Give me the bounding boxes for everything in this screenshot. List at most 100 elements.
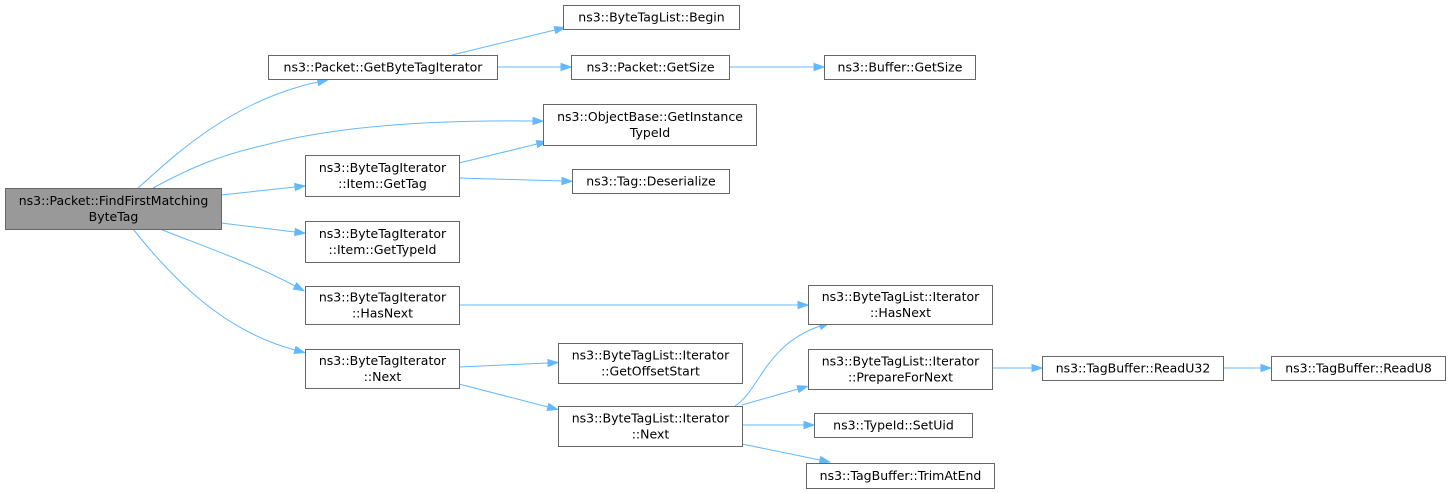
arrowhead-icon [561,176,574,186]
node-label-line: ns3::TypeId::SetUid [833,418,954,433]
node-label-line: ns3::Packet::GetByteTagIterator [284,60,484,75]
edge-line [741,443,821,461]
node-label-line: ns3::ByteTagList::Iterator [822,354,980,369]
node-item-gettag[interactable]: ns3::ByteTagIterator::Item::GetTag [305,155,460,197]
node-label-line: ::Next [364,369,402,384]
node-label-line: ns3::ByteTagIterator [319,226,447,241]
node-label-line: ns3::Tag::Deserialize [586,174,716,189]
node-label-line: ns3::TagBuffer::TrimAtEnd [820,468,982,483]
arrowhead-icon [293,227,307,237]
edge-line [220,186,296,196]
arrowhead-icon [1031,363,1044,373]
node-label-line: ::HasNext [352,306,413,321]
nodes-layer: ns3::Packet::FindFirstMatchingByteTagns3… [5,5,1446,489]
edge-line [159,228,296,287]
edge-btl-iterator-next-to-tagbuffer-trimatend [741,443,832,465]
node-label-line: ::GetOffsetStart [601,364,700,379]
arrowhead-icon [532,116,545,126]
edge-root-to-bti-next [132,228,307,354]
node-label-line: ::HasNext [870,305,931,320]
node-label-line: ns3::ByteTagIterator [319,160,447,175]
arrowhead-icon [818,455,832,465]
node-box [1271,356,1446,381]
edge-line [458,362,549,368]
edge-line [458,383,549,408]
node-label-line: ns3::Packet::GetSize [586,60,714,75]
node-getbytetagiterator[interactable]: ns3::Packet::GetByteTagIterator [268,55,498,80]
arrowhead-icon [293,345,307,354]
node-btl-iterator-preparefornext[interactable]: ns3::ByteTagList::Iterator::PrepareForNe… [808,349,993,390]
edge-line [137,81,319,189]
node-label-line: ns3::Packet::FindFirstMatching [19,193,209,208]
node-btl-iterator-next[interactable]: ns3::ByteTagList::Iterator::Next [558,406,743,447]
edge-bti-hasnext-to-btl-iterator-hasnext [459,300,810,310]
node-label-line: ns3::ByteTagIterator [319,290,447,305]
node-box [808,349,993,390]
edge-line [458,177,563,182]
node-buffer-getsize[interactable]: ns3::Buffer::GetSize [824,55,976,80]
edges-layer [132,26,1273,465]
node-box [543,104,757,146]
edge-line [734,325,821,407]
node-label-line: ByteTag [89,209,139,224]
node-btl-iterator-hasnext[interactable]: ns3::ByteTagList::Iterator::HasNext [808,285,993,325]
node-bti-next[interactable]: ns3::ByteTagIterator::Next [305,349,460,389]
edge-item-gettag-to-tag-deserialize [458,176,574,186]
arrowhead-icon [813,62,826,72]
node-label-line: ns3::TagBuffer::ReadU8 [1285,361,1432,376]
arrowhead-icon [294,182,307,192]
node-label-line: ns3::ByteTagList::Begin [578,10,724,25]
edge-btl-iterator-preparefornext-to-tagbuffer-readu32 [992,363,1044,373]
arrowhead-icon [553,26,567,35]
edge-line [458,143,538,164]
node-label-line: ::PrepareForNext [848,370,953,385]
node-box [558,343,743,384]
edge-line [220,222,296,233]
arrowhead-icon [547,358,560,368]
arrowhead-icon [560,62,573,72]
node-btl-iterator-getoffsetstart[interactable]: ns3::ByteTagList::Iterator::GetOffsetSta… [558,343,743,384]
edge-line [132,228,296,351]
node-label-line: ns3::ObjectBase::GetInstance [557,109,743,124]
edge-root-to-item-gettypeid [220,222,307,237]
node-box [5,188,222,230]
node-tagbuffer-readu32[interactable]: ns3::TagBuffer::ReadU32 [1042,356,1224,381]
edge-bti-next-to-btl-iterator-next [458,383,560,411]
node-item-gettypeid[interactable]: ns3::ByteTagIterator::Item::GetTypeId [305,221,460,263]
node-label-line: ns3::Buffer::GetSize [838,60,963,75]
node-tag-deserialize[interactable]: ns3::Tag::Deserialize [572,169,730,194]
node-label-line: ::Item::GetTag [338,176,427,191]
arrowhead-icon [546,402,560,411]
node-packet-getsize[interactable]: ns3::Packet::GetSize [571,55,730,80]
node-label-line: ns3::TagBuffer::ReadU32 [1056,361,1211,376]
node-box [558,406,743,447]
node-tagbuffer-trimatend[interactable]: ns3::TagBuffer::TrimAtEnd [806,463,995,489]
node-bti-hasnext[interactable]: ns3::ByteTagIterator::HasNext [305,286,460,325]
node-typeid-setuid[interactable]: ns3::TypeId::SetUid [814,413,973,438]
node-label-line: ::Item::GetTypeId [329,242,437,257]
node-box [814,413,973,438]
node-box [572,169,730,194]
edge-line [741,388,799,406]
arrowhead-icon [796,385,810,394]
node-box [563,5,740,30]
edge-root-to-objectbase-getinstancetypeid [152,116,545,189]
arrowhead-icon [803,420,816,430]
edge-packet-getsize-to-buffer-getsize [729,62,826,72]
node-box [1042,356,1224,381]
node-label-line: ns3::ByteTagList::Iterator [572,348,730,363]
node-box [806,463,995,489]
node-box [305,349,460,389]
arrowhead-icon [292,282,306,292]
node-box [571,55,730,80]
node-tagbuffer-readu8[interactable]: ns3::TagBuffer::ReadU8 [1271,356,1446,381]
edge-getbytetagiterator-to-bytetaglist-begin [451,26,567,56]
node-bytetaglist-begin[interactable]: ns3::ByteTagList::Begin [563,5,740,30]
node-label-line: TypeId [629,125,670,140]
edge-line [451,29,556,56]
edge-btl-iterator-next-to-btl-iterator-preparefornext [741,385,810,406]
node-label-line: ns3::ByteTagList::Iterator [822,289,980,304]
